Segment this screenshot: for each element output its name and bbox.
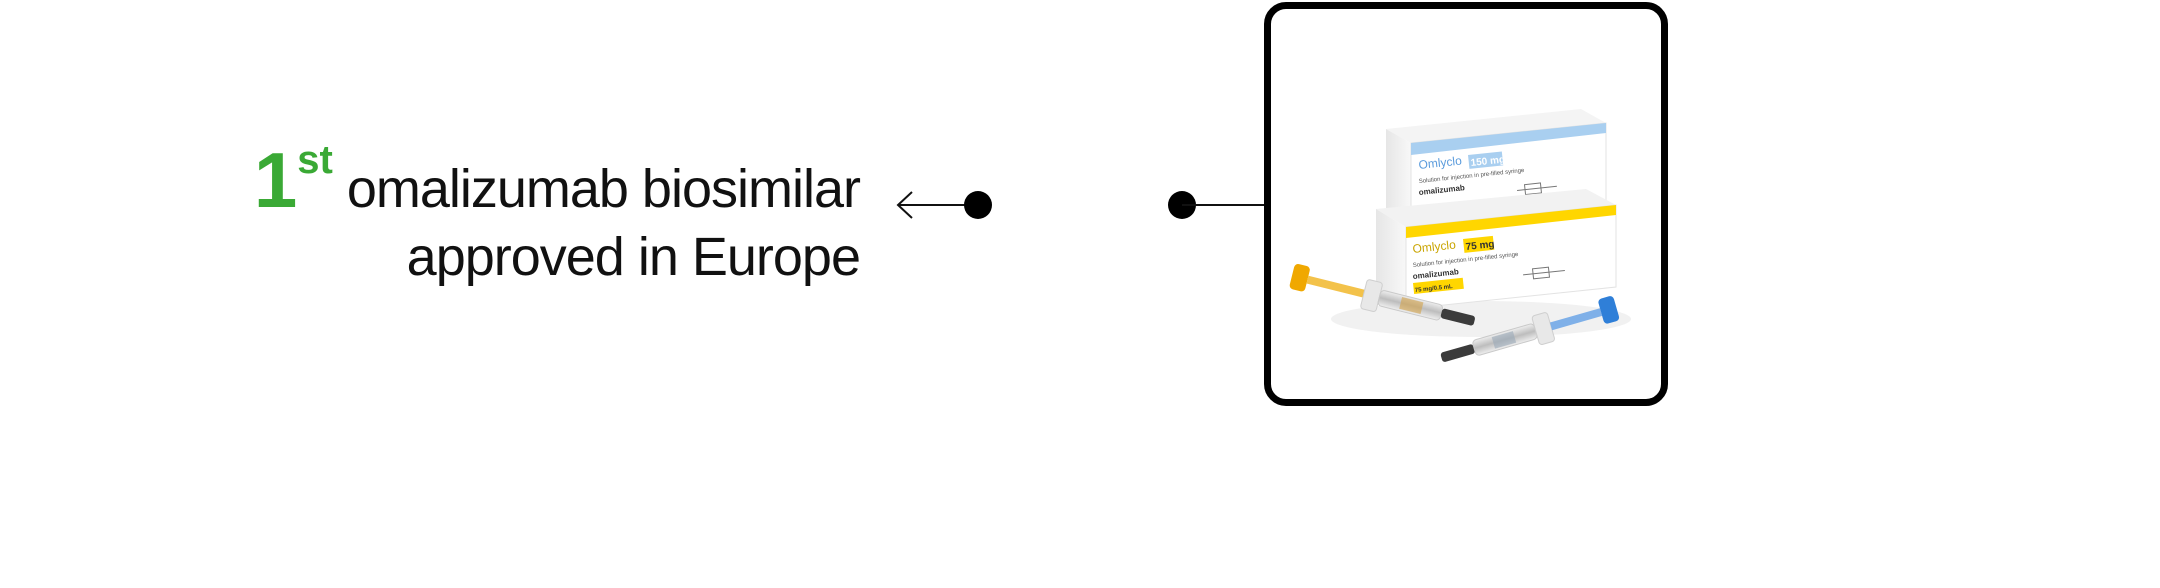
- box-75-dose: 75 mg: [1465, 239, 1495, 253]
- headline-line-2: approved in Europe: [406, 227, 861, 287]
- box-75-brand: Omlyclo: [1412, 237, 1457, 255]
- headline-line-1: 1st omalizumab biosimilar: [254, 126, 861, 224]
- product-box-75mg: Omlyclo 75 mg Solution for injection in …: [1376, 189, 1617, 310]
- headline: 1st omalizumab biosimilar approved in Eu…: [254, 126, 861, 291]
- product-illustration: Omlyclo 150 mg Solution for injection in…: [1289, 109, 1631, 362]
- timeline-dot-left: [964, 191, 992, 219]
- box-150-brand: Omlyclo: [1418, 153, 1463, 171]
- box-150-dose: 150 mg: [1470, 154, 1505, 169]
- product-image-frame: Omlyclo 150 mg Solution for injection in…: [1264, 2, 1668, 406]
- timeline-connector: [896, 191, 1270, 219]
- ordinal-badge: 1st: [254, 136, 333, 224]
- product-box-150mg: Omlyclo 150 mg Solution for injection in…: [1386, 109, 1607, 224]
- ordinal-suffix: st: [297, 138, 333, 182]
- headline-line-1-text: omalizumab biosimilar: [346, 159, 861, 219]
- syringe-left: [1289, 264, 1475, 326]
- syringe-right: [1440, 296, 1620, 362]
- box-75-strength: 75 mg/0.5 mL: [1415, 284, 1454, 294]
- ordinal-number: 1: [253, 136, 297, 224]
- arrow-left-icon: [896, 191, 968, 219]
